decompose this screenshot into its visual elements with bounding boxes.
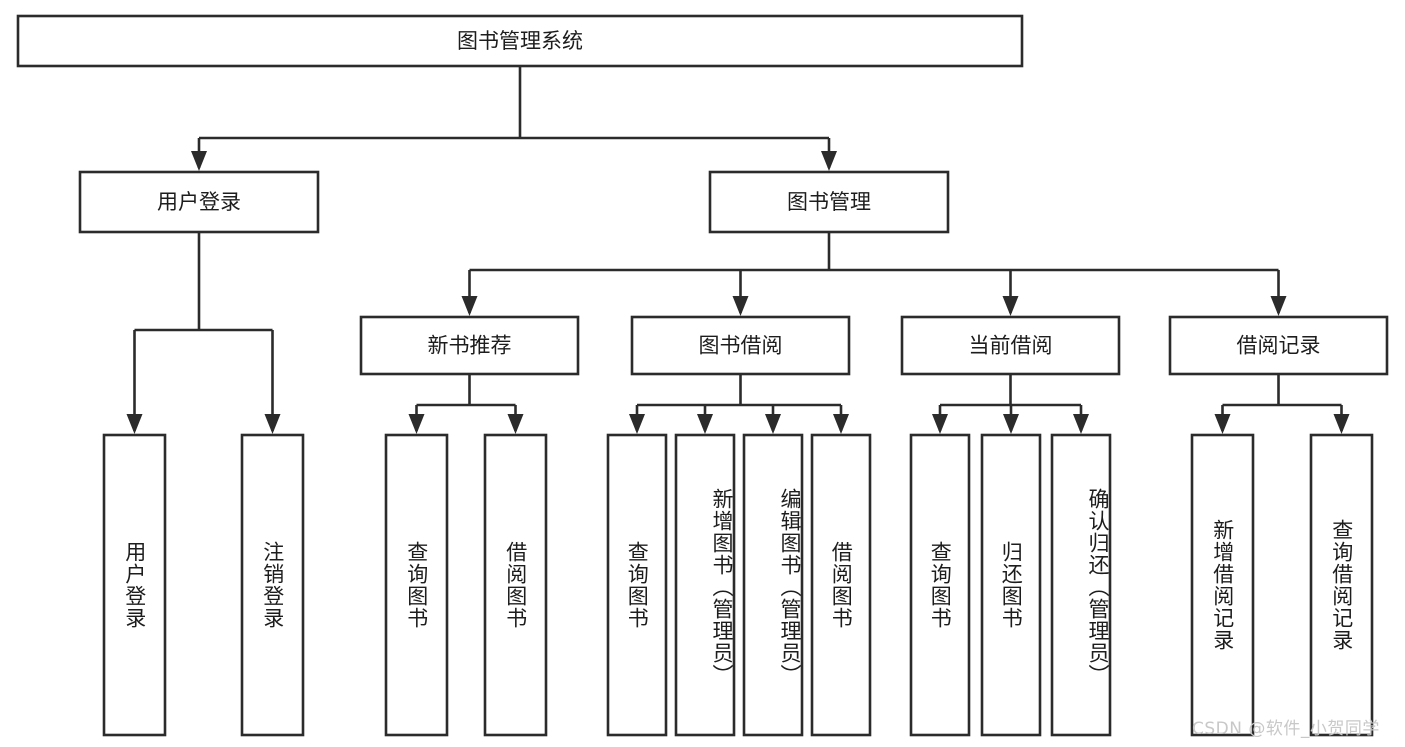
node-label-root: 图书管理系统 bbox=[457, 29, 583, 53]
arrow-head-icon-leaf-query-book-borrow bbox=[629, 414, 645, 434]
node-box-current-borrow bbox=[900, 315, 1121, 376]
node-box-leaf-add-borrow-record bbox=[1190, 433, 1255, 737]
node-box-borrow-record bbox=[1168, 315, 1389, 376]
node-box-book-management bbox=[708, 170, 950, 234]
arrow-head-icon-leaf-borrow-book-recommend bbox=[507, 414, 524, 434]
node-label-borrow-record: 借阅记录 bbox=[1237, 334, 1321, 358]
watermark: CSDN @软件_小贺同学 bbox=[1192, 719, 1380, 739]
node-box-leaf-borrow-book-recommend bbox=[483, 433, 548, 737]
arrow-head-icon-leaf-query-book-recommend bbox=[408, 414, 425, 434]
arrow-head-icon-leaf-query-book-current bbox=[932, 414, 948, 434]
connector-layer bbox=[126, 66, 1350, 434]
arrow-head-icon-leaf-user-login bbox=[126, 414, 143, 434]
arrow-head-icon-level3-2 bbox=[1002, 296, 1019, 316]
node-box-new-book-recommend bbox=[359, 315, 580, 376]
arrow-head-icon-level3-1 bbox=[732, 296, 749, 316]
arrow-head-icon-leaf-borrow-book bbox=[833, 414, 849, 434]
node-box-layer bbox=[16, 14, 1389, 737]
arrow-head-icon-level2-0 bbox=[191, 151, 207, 171]
node-box-leaf-edit-book-admin bbox=[742, 433, 804, 737]
node-box-leaf-query-book-current bbox=[909, 433, 971, 737]
arrow-head-icon-level3-0 bbox=[461, 296, 478, 316]
arrow-head-icon-leaf-query-borrow-record bbox=[1333, 414, 1350, 434]
node-box-leaf-add-book-admin bbox=[674, 433, 736, 737]
arrow-head-icon-leaf-return-book bbox=[1003, 414, 1019, 434]
arrow-head-icon-leaf-add-book-admin bbox=[697, 414, 713, 434]
node-label-current-borrow: 当前借阅 bbox=[969, 334, 1053, 358]
arrow-head-icon-leaf-add-borrow-record bbox=[1214, 414, 1231, 434]
node-label-new-book-recommend: 新书推荐 bbox=[428, 334, 512, 358]
node-box-leaf-return-book bbox=[980, 433, 1042, 737]
node-box-leaf-query-borrow-record bbox=[1309, 433, 1374, 737]
node-box-leaf-query-book-borrow bbox=[606, 433, 668, 737]
node-box-leaf-confirm-return-admin bbox=[1050, 433, 1112, 737]
arrow-head-icon-leaf-user-logout bbox=[264, 414, 281, 434]
node-label-book-management: 图书管理 bbox=[787, 190, 871, 214]
node-box-user-login bbox=[78, 170, 320, 234]
node-label-book-borrow: 图书借阅 bbox=[699, 334, 783, 358]
node-box-book-borrow bbox=[630, 315, 851, 376]
node-box-leaf-user-login bbox=[102, 433, 167, 737]
node-box-leaf-query-book-recommend bbox=[384, 433, 449, 737]
node-box-root bbox=[16, 14, 1024, 68]
arrow-head-icon-leaf-edit-book-admin bbox=[765, 414, 781, 434]
arrow-head-icon-leaf-confirm-return-admin bbox=[1073, 414, 1089, 434]
node-box-leaf-user-logout bbox=[240, 433, 305, 737]
arrow-head-icon-level3-3 bbox=[1270, 296, 1287, 316]
arrow-head-icon-level2-1 bbox=[821, 151, 837, 171]
node-box-leaf-borrow-book bbox=[810, 433, 872, 737]
node-label-user-login: 用户登录 bbox=[157, 190, 241, 214]
